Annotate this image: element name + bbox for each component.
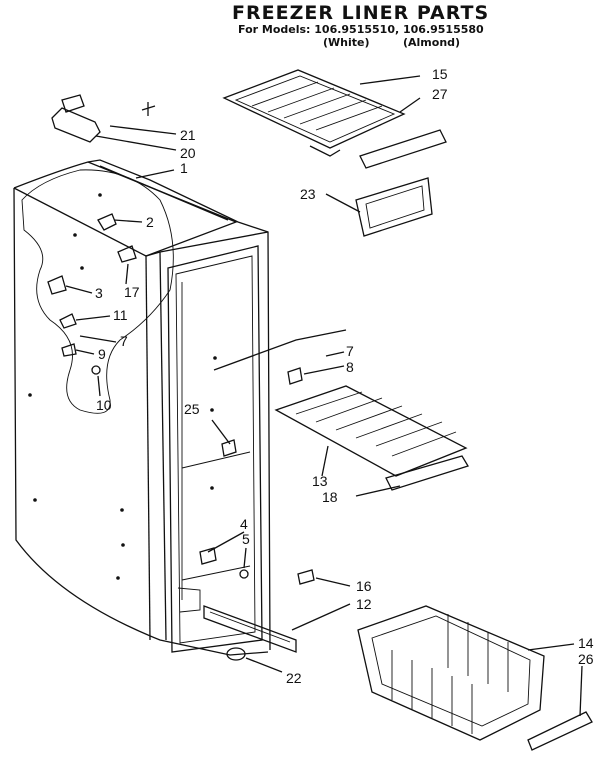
leader-lines xyxy=(65,75,583,717)
callout-27: 27 xyxy=(432,86,448,102)
component-part-5 xyxy=(239,569,249,579)
callout-21: 21 xyxy=(180,127,196,143)
component-part-3 xyxy=(47,275,67,295)
component-part-11 xyxy=(59,313,77,329)
rail-part-13 xyxy=(203,605,297,653)
callout-10: 10 xyxy=(96,397,112,413)
callout-17: 17 xyxy=(124,284,140,300)
callout-14: 13 xyxy=(312,473,328,489)
callout-13: 12 xyxy=(356,596,372,612)
trim-part-12 xyxy=(527,711,593,751)
callout-20: 20 xyxy=(180,145,196,161)
callout-9: 9 xyxy=(98,346,106,362)
callout-16: 16 xyxy=(356,578,372,594)
screw-part-21 xyxy=(141,102,156,116)
color-almond-label: (Almond) xyxy=(403,36,461,49)
callout-1: 1 xyxy=(180,160,188,176)
callout-23: 23 xyxy=(300,186,316,202)
callout-11: 11 xyxy=(113,307,128,323)
callout-22: 22 xyxy=(286,670,302,686)
callout-15: 14 xyxy=(578,635,594,651)
callout-3: 3 xyxy=(95,285,103,301)
callout-labels: 15 27 21 20 1 23 2 17 3 11 7 9 10 7 8 25… xyxy=(95,66,594,686)
callout-4: 4 xyxy=(240,516,248,532)
callout-26: 15 xyxy=(432,66,448,82)
trim-part-27 xyxy=(359,129,447,169)
callout-25: 25 xyxy=(184,401,200,417)
models-line: For Models: 106.9515510, 106.9515580 xyxy=(238,23,484,36)
shelf-part-26 xyxy=(222,69,406,157)
component-part-25 xyxy=(221,439,237,457)
bracket-part-20 xyxy=(51,94,101,143)
component-part-10 xyxy=(91,365,101,375)
callout-12: 26 xyxy=(578,651,594,667)
component-part-8 xyxy=(287,367,303,385)
callout-18: 18 xyxy=(322,489,338,505)
freezer-liner xyxy=(13,159,271,656)
callout-8: 8 xyxy=(346,359,354,375)
callout-7-left: 7 xyxy=(120,333,128,349)
callout-7-right: 7 xyxy=(346,343,354,359)
component-part-4 xyxy=(199,547,217,565)
cover-part-23 xyxy=(355,177,433,237)
cap-part-22 xyxy=(226,647,246,661)
callout-2: 2 xyxy=(146,214,154,230)
basket-part-15 xyxy=(357,605,545,741)
component-part-2 xyxy=(97,213,117,231)
component-part-17 xyxy=(117,245,137,263)
rail-line xyxy=(213,329,347,371)
color-white-label: (White) xyxy=(323,36,370,49)
component-part-16 xyxy=(297,569,315,585)
trim-part-18 xyxy=(385,455,469,491)
callout-5: 5 xyxy=(242,531,250,547)
diagram-title: FREEZER LINER PARTS xyxy=(232,2,490,24)
component-part-9 xyxy=(61,343,77,357)
wire-shelf-part-14 xyxy=(274,385,468,477)
